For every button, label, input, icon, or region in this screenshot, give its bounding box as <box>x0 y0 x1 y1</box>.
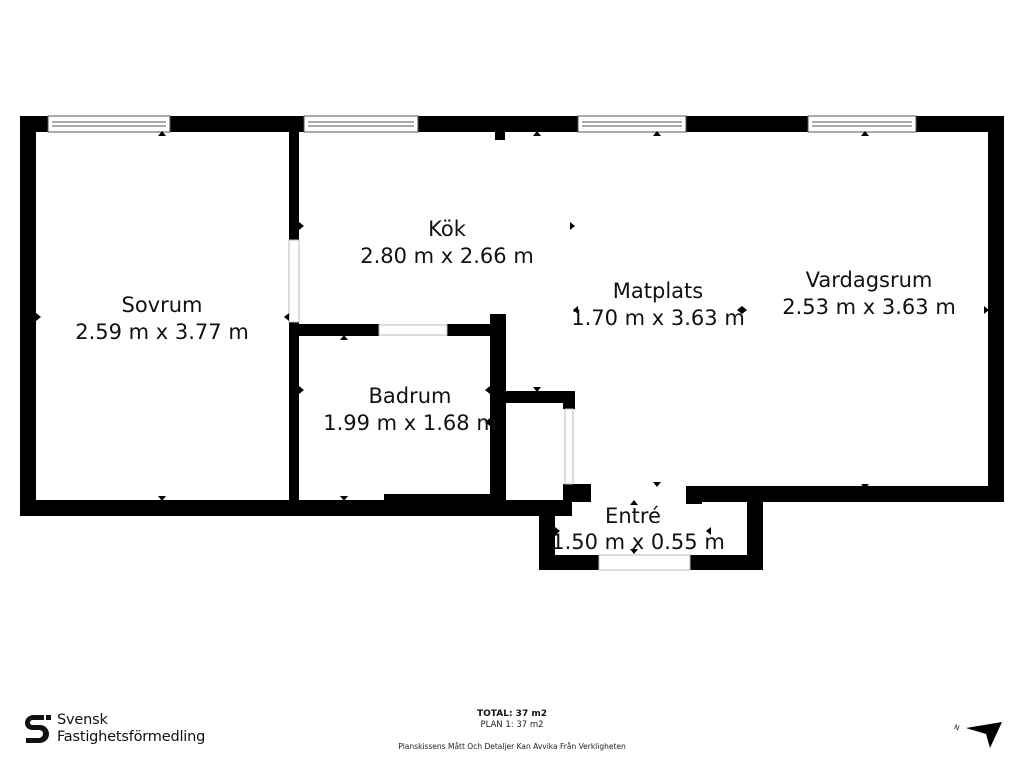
partition-sovrum-bottom <box>289 322 299 502</box>
marker <box>706 527 711 535</box>
entre-left-wall <box>539 500 555 570</box>
marker <box>485 386 490 394</box>
marker <box>284 313 289 321</box>
marker <box>533 387 541 392</box>
sf-logo-icon <box>25 715 51 743</box>
marker <box>340 496 348 501</box>
entre-bottom-left <box>539 555 599 570</box>
hall-door-opening <box>564 408 574 485</box>
marker <box>630 549 638 554</box>
marker <box>299 222 304 230</box>
hall-wall-vertical-bottom <box>563 484 591 502</box>
marker <box>158 496 166 501</box>
entre-right-wall <box>747 500 763 570</box>
entre-bottom-right <box>690 555 763 570</box>
windows <box>47 115 917 133</box>
dimension-markers <box>36 131 989 554</box>
entre-door-opening <box>598 554 691 571</box>
bottom-wall-thick <box>384 494 504 516</box>
window-sovrum <box>47 115 171 133</box>
marker <box>485 418 490 426</box>
marker <box>861 484 869 489</box>
brand: Svensk Fastighetsförmedling <box>22 711 205 747</box>
room-name-entre: Entré <box>605 504 661 528</box>
marker <box>984 306 989 314</box>
hall-wall-vertical-top <box>563 391 575 409</box>
entre-door-post <box>686 486 702 504</box>
top-wall <box>20 116 1004 132</box>
marker <box>653 482 661 487</box>
badrum-right-wall <box>490 314 506 502</box>
room-dims-badrum: 1.99 m x 1.68 m <box>323 411 497 435</box>
disclaimer: Planskissens Mått Och Detaljer Kan Avvik… <box>398 742 626 751</box>
room-name-badrum: Badrum <box>368 384 451 408</box>
door-openings <box>288 239 691 571</box>
badrum-top-wall-left <box>289 324 379 336</box>
floor-plan: Sovrum 2.59 m x 3.77 m Kök 2.80 m x 2.66… <box>20 115 1004 571</box>
window-vardagsrum <box>807 115 917 133</box>
marker <box>340 335 348 340</box>
brand-text: Svensk Fastighetsförmedling <box>57 712 205 746</box>
right-wall <box>988 116 1004 502</box>
badrum-door-opening <box>378 324 448 336</box>
marker <box>570 222 575 230</box>
marker <box>573 306 578 314</box>
room-name-kok: Kök <box>428 217 467 241</box>
window-kok <box>303 115 419 133</box>
marker <box>158 131 166 136</box>
marker <box>653 131 661 136</box>
marker <box>555 527 560 535</box>
bottom-wall-right <box>686 486 1004 502</box>
sovrum-door-opening <box>288 239 300 323</box>
room-name-vardagsrum: Vardagsrum <box>806 268 933 292</box>
plan-area: PLAN 1: 37 m2 <box>480 720 544 730</box>
room-dims-vardagsrum: 2.53 m x 3.63 m <box>782 295 956 319</box>
marker <box>742 306 747 314</box>
partition-sovrum-top <box>289 132 299 240</box>
marker <box>861 131 869 136</box>
total-area: TOTAL: 37 m2 <box>477 709 547 719</box>
brand-line-1: Svensk <box>57 712 108 728</box>
room-dims-entre: 1.50 m x 0.55 m <box>551 530 725 554</box>
brand-line-2: Fastighetsförmedling <box>57 729 206 745</box>
room-dims-kok: 2.80 m x 2.66 m <box>360 244 534 268</box>
marker <box>737 306 742 314</box>
room-name-matplats: Matplats <box>613 279 703 303</box>
north-arrow-shape <box>966 722 1002 748</box>
north-label: N <box>953 723 961 732</box>
wall-stub <box>495 128 505 140</box>
walls <box>20 116 1004 570</box>
left-wall <box>20 116 36 516</box>
marker <box>630 500 638 505</box>
north-arrow-icon: N <box>953 722 1002 748</box>
hall-wall-horizontal <box>505 391 575 403</box>
room-name-sovrum: Sovrum <box>121 293 202 317</box>
room-labels: Sovrum 2.59 m x 3.77 m Kök 2.80 m x 2.66… <box>75 217 956 554</box>
marker <box>299 386 304 394</box>
window-matplats <box>577 115 687 133</box>
room-dims-sovrum: 2.59 m x 3.77 m <box>75 320 249 344</box>
room-dims-matplats: 1.70 m x 3.63 m <box>571 306 745 330</box>
marker <box>533 131 541 136</box>
marker <box>36 313 41 321</box>
